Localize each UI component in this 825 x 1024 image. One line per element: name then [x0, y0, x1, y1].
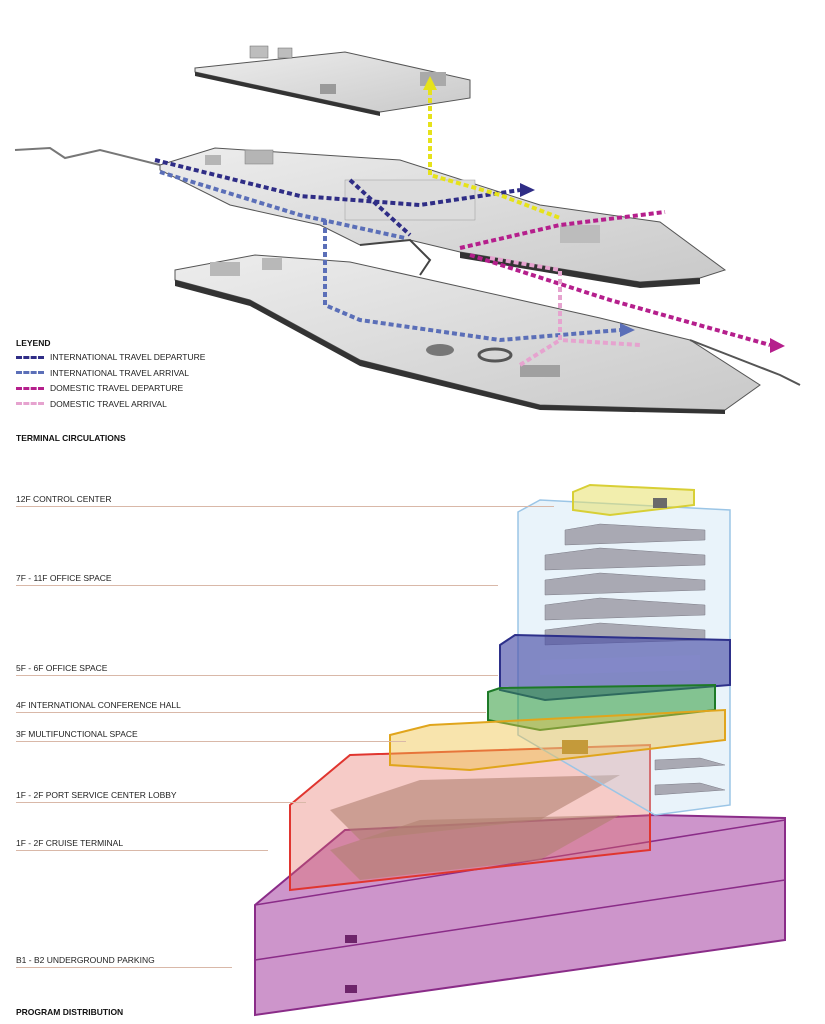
yellow-connector-path — [428, 90, 561, 220]
terminal-circulations-title: TERMINAL CIRCULATIONS — [16, 433, 126, 443]
program-leader-line — [16, 712, 486, 713]
legend-item: DOMESTIC TRAVEL DEPARTURE — [16, 382, 183, 394]
program-level-label: 4F INTERNATIONAL CONFERENCE HALL — [16, 700, 181, 710]
lobby-volume — [289, 743, 651, 892]
multifunctional-volume — [389, 708, 726, 772]
circulation-paths — [154, 76, 785, 367]
legend-title: LEYEND — [16, 338, 51, 348]
intl-arrival-path — [159, 170, 406, 240]
program-level-label: 1F - 2F CRUISE TERMINAL — [16, 838, 124, 848]
program-level-label: 1F - 2F PORT SERVICE CENTER LOBBY — [16, 790, 177, 800]
office-5f-6f-volume — [499, 633, 731, 702]
program-level-label: B1 - B2 UNDERGROUND PARKING — [16, 955, 155, 965]
legend-swatch-icon — [16, 402, 44, 405]
program-distribution-title: PROGRAM DISTRIBUTION — [16, 1007, 124, 1017]
program-leader-line — [16, 675, 498, 676]
legend-swatch-icon — [16, 371, 44, 374]
program-level-label: 5F - 6F OFFICE SPACE — [16, 663, 108, 673]
legend-item: INTERNATIONAL TRAVEL ARRIVAL — [16, 367, 189, 379]
program-leader-line — [16, 741, 406, 742]
program-leader-line — [16, 506, 554, 507]
legend-item: INTERNATIONAL TRAVEL DEPARTURE — [16, 351, 205, 363]
program-leader-line — [16, 585, 498, 586]
domestic-arrival-path — [489, 256, 641, 347]
legend-item-label: DOMESTIC TRAVEL DEPARTURE — [50, 383, 184, 393]
program-leader-line — [16, 802, 306, 803]
intl-departure-path — [154, 158, 521, 208]
program-level-label: 7F - 11F OFFICE SPACE — [16, 573, 112, 583]
legend-item-label: DOMESTIC TRAVEL ARRIVAL — [50, 398, 167, 409]
program-leader-line — [16, 967, 232, 968]
legend-swatch-icon — [16, 355, 44, 359]
bottom-floor-plate — [174, 254, 801, 414]
program-leader-line — [16, 850, 268, 851]
top-floor-plate — [194, 45, 471, 116]
legend-item-label: INTERNATIONAL TRAVEL DEPARTURE — [50, 352, 206, 362]
legend-item: DOMESTIC TRAVEL ARRIVAL — [16, 398, 167, 410]
domestic-departure-path — [459, 210, 666, 250]
legend-item-label: INTERNATIONAL TRAVEL ARRIVAL — [50, 367, 190, 378]
program-level-label: 12F CONTROL CENTER — [16, 494, 112, 504]
legend-swatch-icon — [16, 386, 44, 390]
control-center-volume — [572, 483, 695, 517]
program-level-label: 3F MULTIFUNCTIONAL SPACE — [16, 729, 138, 739]
